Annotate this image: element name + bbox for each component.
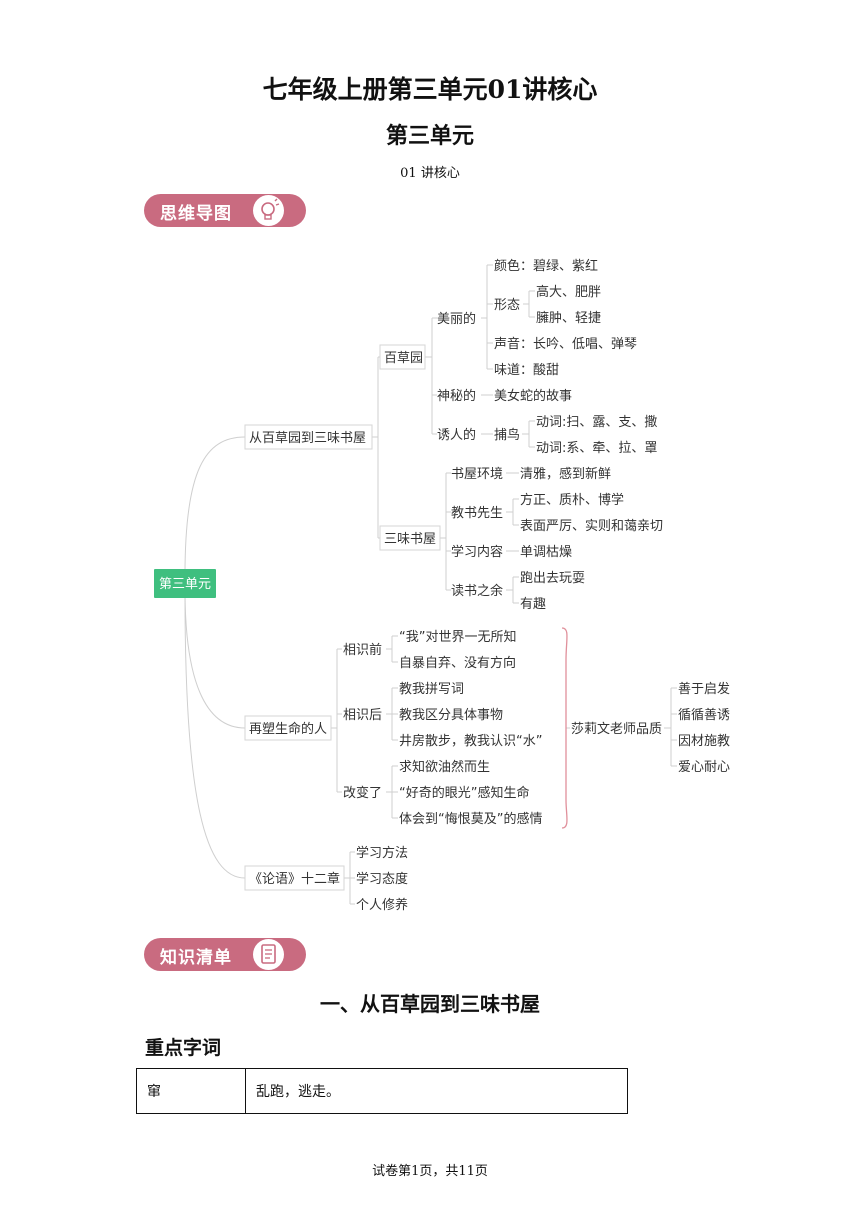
node-sanwei: 三味书屋: [384, 532, 436, 547]
mindmap-node-label: 捕鸟: [494, 427, 520, 443]
mindmap-node-label: 动词:系、牵、拉、罩: [536, 441, 657, 456]
mindmap-node-label: 教书先生: [451, 505, 503, 521]
mindmap-node-label: 爱心耐心: [678, 760, 730, 775]
section-heading: 一、从百草园到三味书屋: [320, 992, 540, 1016]
mindmap-node-label: 莎莉文老师品质: [571, 722, 662, 737]
lecture-label: 01 讲核心: [400, 166, 460, 181]
page-footer: 试卷第1页，共11页: [372, 1164, 488, 1179]
mindmap-node-label: 书屋环境: [451, 467, 503, 482]
key-points-heading: 重点字词: [145, 1037, 222, 1059]
knowledge-badge-label: 知识清单: [160, 948, 232, 968]
mindmap-node-label: 循循善诱: [678, 707, 730, 723]
mindmap-node-label: “我”对世界一无所知: [399, 629, 516, 645]
branch-zaisu: 再塑生命的人: [249, 721, 327, 737]
mindmap-node-label: 诱人的: [437, 427, 476, 443]
vocab-meaning: 乱跑，逃走。: [245, 1068, 628, 1114]
mindmap-node-label: 味道：酸甜: [494, 362, 559, 378]
mindmap-node-label: 单调枯燥: [520, 545, 572, 560]
table-row: 窜 乱跑，逃走。: [136, 1068, 628, 1114]
mindmap-node-label: 跑出去玩耍: [520, 571, 585, 586]
mindmap-node-label: 体会到“悔恨莫及”的感情: [399, 811, 542, 827]
mindmap-node-label: 相识前: [343, 642, 382, 658]
notebook-icon: [253, 939, 284, 970]
mindmap-node-label: 臃肿、轻捷: [536, 311, 601, 326]
mindmap-node-label: 改变了: [343, 785, 382, 801]
node-baicaoyuan: 百草园: [384, 351, 423, 366]
knowledge-badge: 知识清单: [144, 938, 306, 971]
page-title: 七年级上册第三单元01讲核心: [262, 75, 598, 104]
mindmap-node-label: 高大、肥胖: [536, 284, 601, 300]
mindmap-node-label: 美丽的: [437, 311, 476, 327]
mindmap-node-label: 有趣: [520, 597, 546, 612]
mindmap-node-label: 自暴自弃、没有方向: [399, 655, 516, 671]
mindmap-badge: 思维导图: [144, 194, 306, 227]
mindmap-badge-label: 思维导图: [160, 204, 232, 224]
mindmap-node-label: 声音：长吟、低唱、弹琴: [494, 336, 637, 352]
mindmap-node-label: 读书之余: [451, 583, 503, 599]
mindmap-node-label: 学习态度: [356, 871, 408, 887]
mindmap-node-label: 清雅，感到新鲜: [520, 466, 611, 482]
mindmap-node-label: 形态: [494, 298, 520, 313]
mindmap-node-label: 方正、质朴、博学: [520, 492, 624, 508]
mindmap-node-label: “好奇的眼光”感知生命: [399, 785, 529, 801]
mindmap-node-label: 学习方法: [356, 845, 408, 861]
vocab-word: 窜: [136, 1068, 246, 1114]
mindmap-node-label: 美女蛇的故事: [494, 388, 572, 404]
mindmap-node-label: 动词:扫、露、支、撒: [536, 414, 657, 430]
mindmap-node-label: 井房散步，教我认识“水”: [399, 733, 542, 749]
summary-bracket: [561, 627, 568, 829]
mindmap-node-label: 颜色：碧绿、紫红: [494, 258, 598, 274]
lightbulb-icon: [253, 195, 284, 226]
mindmap-node-label: 善于启发: [678, 681, 730, 697]
mindmap-node-label: 相识后: [343, 708, 382, 723]
mindmap-node-label: 因材施教: [678, 733, 730, 749]
vocab-table: 窜 乱跑，逃走。: [136, 1068, 628, 1114]
root-node: [154, 569, 216, 598]
mindmap-node-label: 个人修养: [356, 897, 408, 913]
mindmap-node-label: 学习内容: [451, 544, 503, 560]
branch-lunyu: 《论语》十二章: [249, 871, 340, 887]
mindmap-node-label: 求知欲油然而生: [399, 759, 490, 775]
unit-subtitle: 第三单元: [385, 123, 474, 149]
mindmap-node-label: 教我拼写词: [399, 681, 464, 697]
root-node-label: 第三单元: [159, 577, 211, 592]
mindmap-node-label: 神秘的: [437, 388, 476, 404]
mindmap-node-label: 表面严厉、实则和蔼亲切: [520, 519, 663, 534]
mindmap-node-label: 教我区分具体事物: [399, 707, 503, 723]
branch-baicaoyuan-sanwei: 从百草园到三味书屋: [249, 431, 366, 446]
